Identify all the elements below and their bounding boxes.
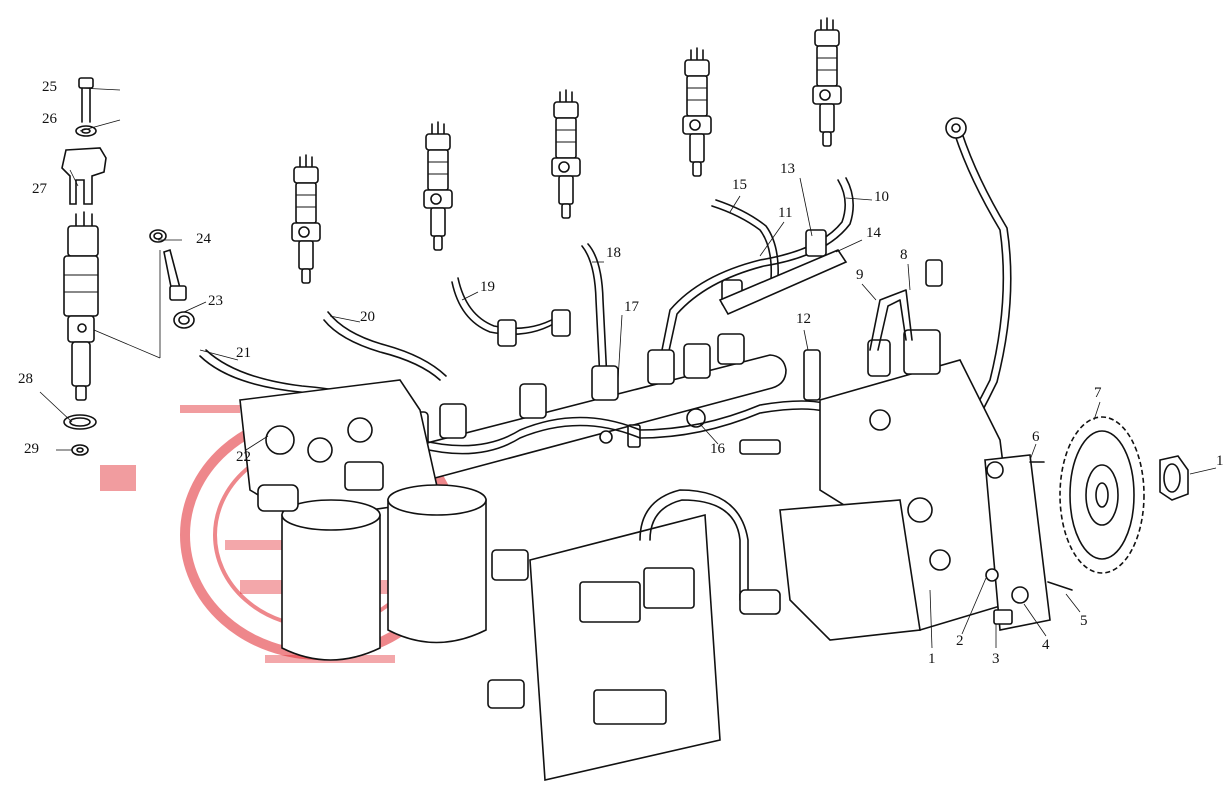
- pump-drive-gear: [1059, 416, 1145, 574]
- callout-1-pump: 1: [928, 651, 936, 667]
- injector-1: [291, 154, 321, 284]
- callout-6: 6: [1032, 429, 1040, 445]
- callout-12: 12: [796, 311, 811, 327]
- callout-23: 23: [208, 293, 223, 309]
- callout-19: 19: [480, 279, 495, 295]
- callout-20: 20: [360, 309, 375, 325]
- high-pressure-pipes: [199, 132, 1012, 505]
- callout-8: 8: [900, 247, 908, 263]
- injector-3: [551, 89, 581, 219]
- callout-15: 15: [732, 177, 747, 193]
- callout-27: 27: [32, 181, 47, 197]
- leader-lines: [39, 87, 1217, 649]
- fuel-filters: [239, 379, 487, 661]
- callout-29: 29: [24, 441, 39, 457]
- callout-25: 25: [42, 79, 57, 95]
- injector-2: [423, 121, 453, 251]
- callout-4: 4: [1042, 637, 1050, 653]
- callout-13: 13: [780, 161, 795, 177]
- callout-22: 22: [236, 449, 251, 465]
- callout-16: 16: [710, 441, 725, 457]
- gear-nut: [1159, 455, 1189, 501]
- engine-control-unit: [487, 489, 749, 781]
- return-line: [419, 229, 848, 455]
- injector-5: [812, 17, 842, 147]
- callout-18: 18: [606, 245, 621, 261]
- callout-1-nut: 1: [1216, 453, 1224, 469]
- callout-7: 7: [1094, 385, 1102, 401]
- callout-21: 21: [236, 345, 251, 361]
- callout-14: 14: [866, 225, 881, 241]
- callout-11: 11: [778, 205, 793, 221]
- callout-3: 3: [992, 651, 1000, 667]
- callout-17: 17: [624, 299, 639, 315]
- callout-5: 5: [1080, 613, 1088, 629]
- callout-9: 9: [856, 267, 864, 283]
- pump-flange-plate: [984, 454, 1073, 631]
- callout-24: 24: [196, 231, 211, 247]
- fuel-temp-sensor-top: [945, 117, 967, 139]
- common-rail: [369, 333, 787, 492]
- pressure-sensor-parts: [149, 229, 195, 329]
- callout-2: 2: [956, 633, 964, 649]
- callout-28: 28: [18, 371, 33, 387]
- callout-26: 26: [42, 111, 57, 127]
- loose-injector-assembly: [61, 77, 161, 456]
- callout-10: 10: [874, 189, 889, 205]
- high-pressure-pump: [739, 259, 1021, 641]
- injector-4: [682, 47, 712, 177]
